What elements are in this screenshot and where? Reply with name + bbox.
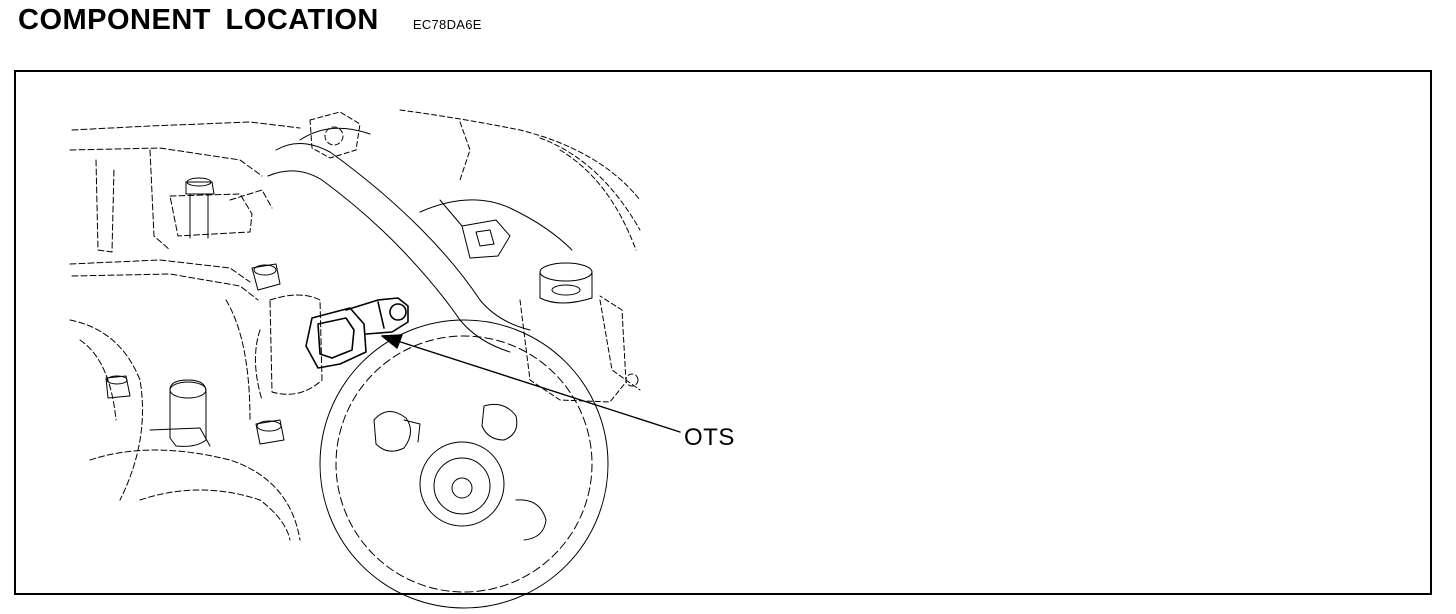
page-title: COMPONENT LOCATION xyxy=(18,4,379,36)
bracket-bolt-icon xyxy=(185,177,215,239)
right-bracket xyxy=(519,295,641,403)
right-bolt-icon xyxy=(539,262,593,304)
document-code: EC78DA6E xyxy=(412,17,482,32)
left-small-bolt-icon xyxy=(105,375,131,399)
upper-left-housing xyxy=(69,121,301,301)
mid-small-bolt-icon xyxy=(255,419,285,445)
hose-clamp-icon xyxy=(439,199,511,259)
coolant-hose xyxy=(267,127,573,353)
figure-frame xyxy=(14,70,1432,595)
engine-block-outline xyxy=(254,294,323,401)
upper-bracket xyxy=(309,109,641,251)
ots-label: OTS xyxy=(684,424,735,451)
left-upper-bolt-icon xyxy=(251,263,281,291)
ots-callout-arrow xyxy=(381,334,681,433)
page-heading: COMPONENT LOCATION EC78DA6E xyxy=(18,4,482,37)
left-lower-housing xyxy=(69,299,301,541)
crank-pulley xyxy=(319,319,609,609)
left-lower-bolt-icon xyxy=(149,379,211,447)
ots-sensor-icon xyxy=(305,297,409,369)
